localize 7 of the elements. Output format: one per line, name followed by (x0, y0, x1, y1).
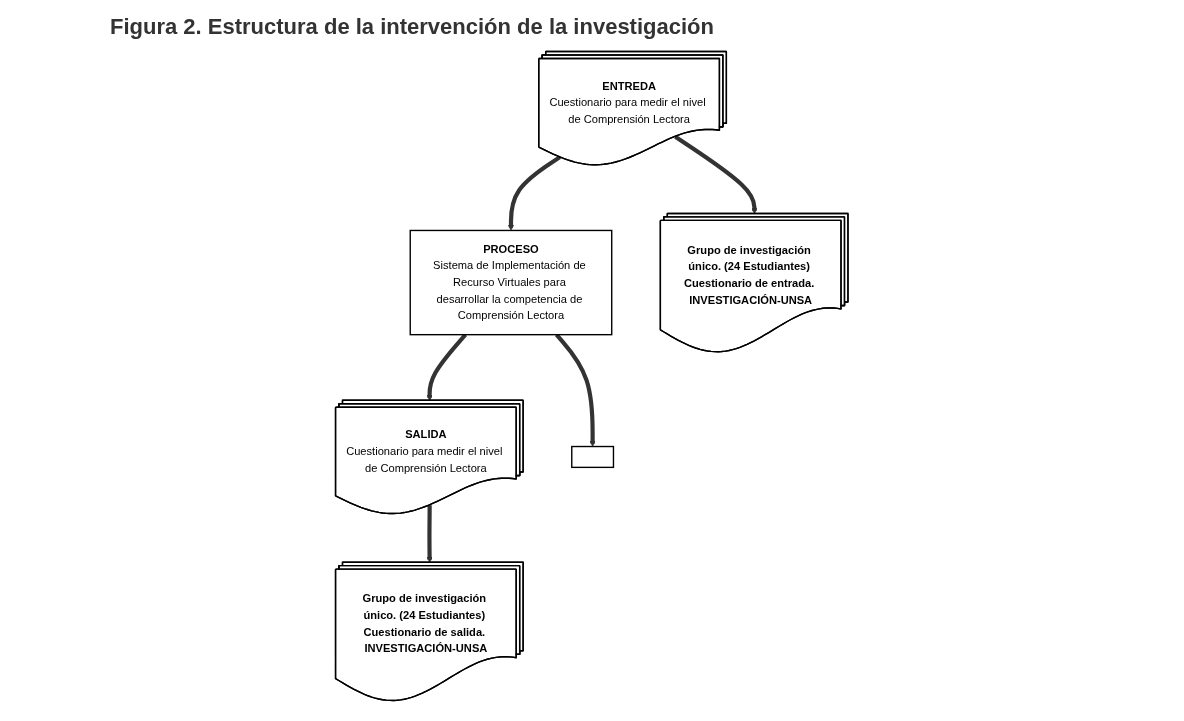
figure-title: Figura 2. Estructura de la intervención de la investigación (109, 13, 715, 41)
node-box: PROCESO Sistema de Implementación de Recurso Virtuales para desarrollar la competencia de Comprensión Lectora (409, 229, 613, 336)
arrow (426, 333, 468, 401)
arrow (508, 155, 562, 231)
node-box (571, 445, 615, 469)
arrow (555, 333, 596, 447)
arrow (426, 505, 433, 563)
